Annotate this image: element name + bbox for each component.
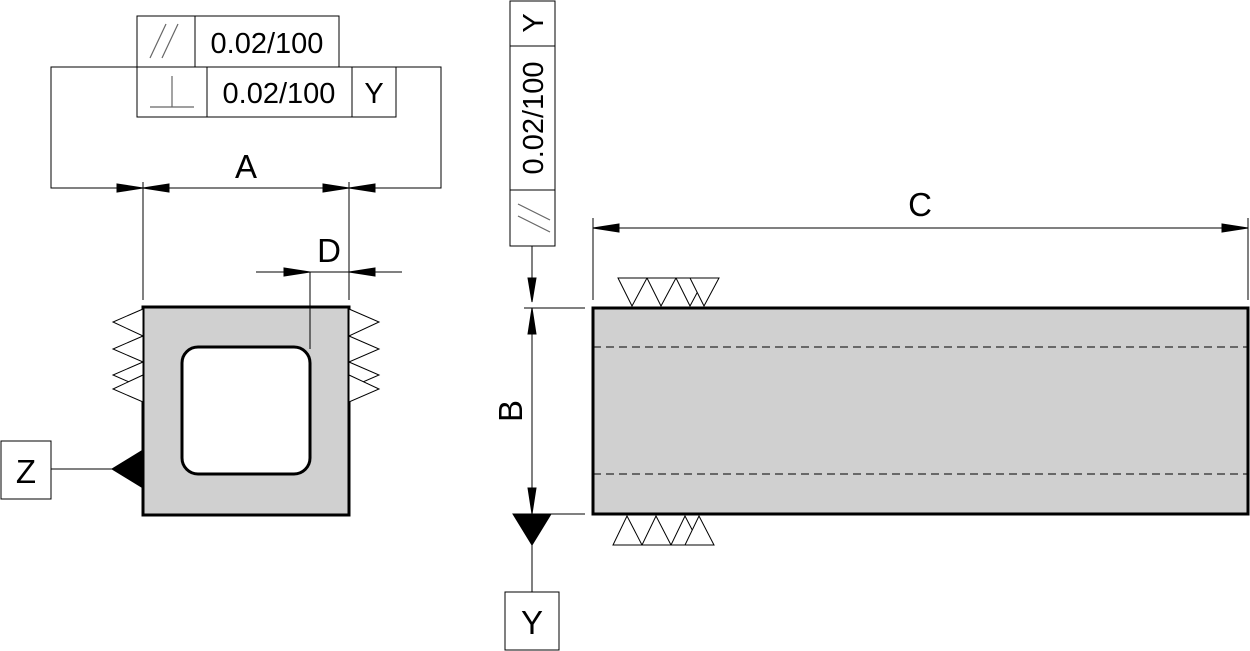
fcf-leader	[50, 66, 442, 193]
datum-z-frame	[0, 440, 52, 500]
parallelism-icon	[149, 23, 167, 59]
dimension-c: C	[592, 186, 1249, 300]
dimension-b-label: B	[492, 400, 529, 422]
parallelism-top-value: 0.02/100	[211, 28, 324, 60]
dimension-d-label: D	[317, 232, 341, 269]
perpendicularity-value: 0.02/100	[223, 78, 336, 110]
cross-section-view	[141, 305, 351, 517]
datum-y-frame	[504, 591, 560, 651]
right-face-supports	[348, 308, 381, 403]
datum-z-triangle	[111, 449, 144, 489]
dimension-a-label: A	[235, 148, 257, 185]
parallelism-vertical-icon	[517, 203, 551, 221]
parallelism-vertical-value: 0.02/100	[518, 62, 550, 175]
perpendicularity-datum: Y	[364, 78, 383, 110]
top-face-supports	[617, 277, 720, 308]
datum-y: Y	[504, 513, 560, 651]
datum-y-label: Y	[521, 604, 543, 641]
datum-z: Z	[0, 440, 144, 500]
perpendicularity-icon	[150, 76, 194, 108]
dimension-c-label: C	[908, 186, 932, 223]
fcf-perpendicularity: 0.02/100 Y	[136, 66, 397, 118]
fcf-parallelism-top: 0.02/100	[136, 15, 340, 68]
dimension-a: A	[142, 148, 350, 300]
dimension-d: D	[256, 232, 402, 349]
fcf-parallelism-vertical: Y 0.02/100	[509, 0, 556, 303]
dimension-b: B	[492, 307, 585, 515]
side-view	[591, 306, 1250, 516]
side-view-body	[591, 306, 1250, 516]
parallelism-vertical-datum: Y	[518, 13, 550, 32]
left-face-supports	[111, 308, 144, 403]
bottom-face-supports	[612, 514, 715, 546]
datum-z-label: Z	[16, 453, 36, 490]
cross-section-hole	[180, 345, 312, 476]
datum-y-triangle	[512, 513, 552, 546]
